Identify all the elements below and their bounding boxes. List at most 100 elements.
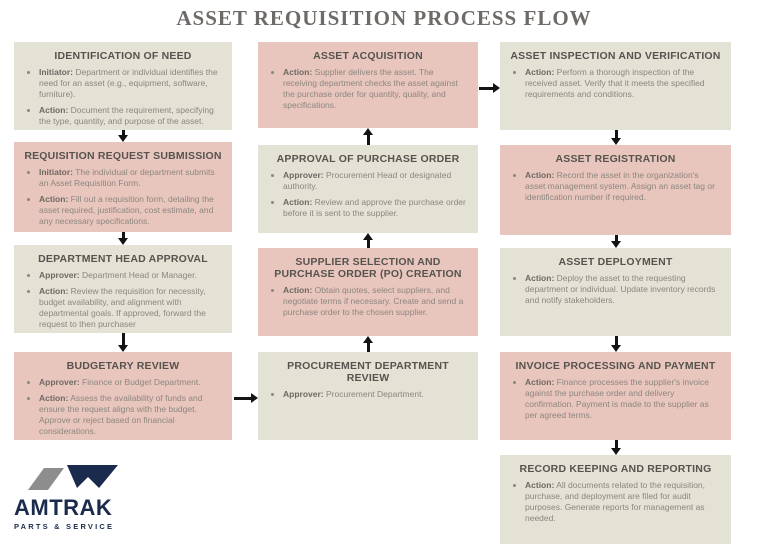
box-supplier-selection-po-creation: SUPPLIER SELECTION AND PURCHASE ORDER (P… [258, 248, 478, 336]
arrow-down-icon [117, 333, 129, 352]
box-title: PROCUREMENT DEPARTMENT REVIEW [287, 360, 449, 385]
box-title: SUPPLIER SELECTION AND PURCHASE ORDER (P… [274, 256, 462, 281]
box-bullets: Approver: Procurement Head or designated… [268, 170, 468, 219]
bullet: Action: Finance processes the supplier's… [525, 377, 721, 421]
bullet-text: All documents related to the requisition… [525, 480, 706, 524]
bullet-label: Action: [525, 170, 555, 181]
bullet-text: Document the requirement, specifying the… [39, 105, 214, 127]
box-title: IDENTIFICATION OF NEED [54, 50, 192, 62]
bullet-text: Review and approve the purchase order be… [283, 197, 466, 219]
box-bullets: Approver: Procurement Department. [268, 389, 468, 400]
bullet-text: Procurement Department. [326, 389, 424, 400]
box-title: REQUISITION REQUEST SUBMISSION [24, 150, 222, 162]
bullet-text: Review the requisition for necessity, bu… [39, 286, 206, 330]
box-record-keeping-reporting: RECORD KEEPING AND REPORTING Action: All… [500, 455, 731, 544]
arrow-down-icon [610, 130, 622, 145]
arrow-right-icon [234, 392, 258, 404]
bullet: Initiator: The individual or department … [39, 167, 222, 189]
bullet-label: Approver: [283, 389, 324, 400]
box-invoice-processing-payment: INVOICE PROCESSING AND PAYMENT Action: F… [500, 352, 731, 440]
bullet: Action: Fill out a requisition form, det… [39, 194, 222, 227]
bullet-label: Approver: [39, 377, 80, 388]
bullet-label: Action: [283, 285, 313, 296]
bullet-label: Action: [525, 273, 555, 284]
logo-name: AMTRAK [14, 495, 113, 520]
bullet-text: Department Head or Manager. [82, 270, 197, 281]
bullet-text: Supplier delivers the asset. The receivi… [283, 67, 458, 111]
bullet: Action: Review the requisition for neces… [39, 286, 222, 330]
bullet: Approver: Department Head or Manager. [39, 270, 222, 281]
bullet: Action: Deploy the asset to the requesti… [525, 273, 721, 306]
arrow-down-icon [610, 235, 622, 248]
box-title: ASSET INSPECTION AND VERIFICATION [510, 50, 721, 62]
bullet-label: Action: [283, 197, 313, 208]
bullet-text: Assess the availability of funds and ens… [39, 393, 203, 437]
bullet-label: Action: [525, 377, 555, 388]
bullet: Action: All documents related to the req… [525, 480, 721, 524]
arrow-up-icon [362, 233, 374, 248]
box-bullets: Initiator: The individual or department … [24, 167, 222, 227]
bullet-label: Action: [39, 286, 69, 297]
bullet-text: Obtain quotes, select suppliers, and neg… [283, 285, 464, 318]
bullet-label: Action: [39, 194, 69, 205]
bullet: Action: Assess the availability of funds… [39, 393, 222, 437]
box-bullets: Approver: Finance or Budget Department. … [24, 377, 222, 437]
box-department-head-approval: DEPARTMENT HEAD APPROVAL Approver: Depar… [14, 245, 232, 333]
amtrak-logo: AMTRAK PARTS & SERVICE [14, 460, 164, 531]
page-title: ASSET REQUISITION PROCESS FLOW [176, 6, 592, 30]
bullet: Approver: Procurement Department. [283, 389, 468, 400]
box-identification-of-need: IDENTIFICATION OF NEED Initiator: Depart… [14, 42, 232, 130]
box-asset-deployment: ASSET DEPLOYMENT Action: Deploy the asse… [500, 248, 731, 336]
bullet-label: Action: [39, 105, 69, 116]
arrow-up-icon [362, 128, 374, 145]
box-title: RECORD KEEPING AND REPORTING [519, 463, 712, 475]
bullet: Action: Review and approve the purchase … [283, 197, 468, 219]
bullet-label: Action: [525, 480, 555, 491]
bullet-text: Department or individual identifies the … [39, 67, 218, 100]
box-bullets: Action: Perform a thorough inspection of… [510, 67, 721, 100]
bullet-label: Action: [283, 67, 313, 78]
box-title: ASSET REGISTRATION [555, 153, 676, 165]
box-title: ASSET DEPLOYMENT [558, 256, 673, 268]
arrow-down-icon [117, 232, 129, 245]
bullet: Action: Obtain quotes, select suppliers,… [283, 285, 468, 318]
box-bullets: Action: Deploy the asset to the requesti… [510, 273, 721, 306]
arrow-down-icon [117, 130, 129, 142]
amtrak-logo-mark-icon [28, 465, 118, 490]
bullet-text: Deploy the asset to the requesting depar… [525, 273, 716, 306]
box-title: DEPARTMENT HEAD APPROVAL [38, 253, 208, 265]
bullet-text: Procurement Head or designated authority… [283, 170, 452, 192]
arrow-right-icon [479, 82, 500, 94]
box-title: BUDGETARY REVIEW [66, 360, 180, 372]
bullet: Approver: Procurement Head or designated… [283, 170, 468, 192]
arrow-down-icon [610, 440, 622, 455]
box-bullets: Action: All documents related to the req… [510, 480, 721, 524]
box-bullets: Action: Obtain quotes, select suppliers,… [268, 285, 468, 318]
box-bullets: Initiator: Department or individual iden… [24, 67, 222, 127]
box-asset-registration: ASSET REGISTRATION Action: Record the as… [500, 145, 731, 235]
box-bullets: Action: Finance processes the supplier's… [510, 377, 721, 421]
box-requisition-request-submission: REQUISITION REQUEST SUBMISSION Initiator… [14, 142, 232, 232]
bullet-label: Action: [39, 393, 69, 404]
bullet: Action: Document the requirement, specif… [39, 105, 222, 127]
box-approval-of-purchase-order: APPROVAL OF PURCHASE ORDER Approver: Pro… [258, 145, 478, 233]
bullet-label: Action: [525, 67, 555, 78]
box-title: INVOICE PROCESSING AND PAYMENT [515, 360, 716, 372]
bullet: Action: Perform a thorough inspection of… [525, 67, 721, 100]
box-bullets: Action: Supplier delivers the asset. The… [268, 67, 468, 111]
bullet-text: Perform a thorough inspection of the rec… [525, 67, 705, 100]
bullet-text: Fill out a requisition form, detailing t… [39, 194, 214, 227]
bullet-text: Finance or Budget Department. [82, 377, 201, 388]
box-title: ASSET ACQUISITION [313, 50, 423, 62]
bullet-text: Record the asset in the organization's a… [525, 170, 715, 203]
arrow-down-icon [610, 336, 622, 352]
arrow-up-icon [362, 336, 374, 352]
bullet-text: Finance processes the supplier's invoice… [525, 377, 709, 421]
box-bullets: Approver: Department Head or Manager. Ac… [24, 270, 222, 330]
bullet-label: Initiator: [39, 167, 73, 178]
box-bullets: Action: Record the asset in the organiza… [510, 170, 721, 203]
logo-tagline: PARTS & SERVICE [14, 522, 115, 531]
bullet-label: Initiator: [39, 67, 73, 78]
bullet: Initiator: Department or individual iden… [39, 67, 222, 100]
box-asset-inspection-verification: ASSET INSPECTION AND VERIFICATION Action… [500, 42, 731, 130]
